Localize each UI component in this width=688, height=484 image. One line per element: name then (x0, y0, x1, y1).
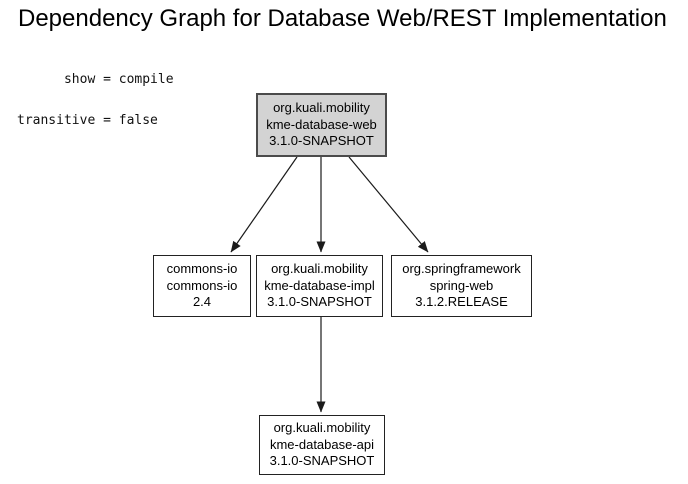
setting-transitive: transitive = false (17, 112, 158, 128)
node-version: 3.1.0-SNAPSHOT (269, 453, 375, 469)
node-artifact-id: spring-web (429, 277, 494, 293)
node-artifact-id: kme-database-impl (264, 277, 375, 293)
node-group-id: org.kuali.mobility (273, 100, 370, 116)
node-kme-database-web: org.kuali.mobility kme-database-web 3.1.… (256, 93, 387, 157)
node-kme-database-impl: org.kuali.mobility kme-database-impl 3.1… (256, 255, 383, 317)
page-title: Dependency Graph for Database Web/REST I… (18, 5, 667, 32)
edge-web-to-spring-web (348, 156, 429, 253)
node-group-id: org.kuali.mobility (271, 261, 368, 277)
node-commons-io: commons-io commons-io 2.4 (153, 255, 251, 317)
setting-show: show = compile (17, 72, 174, 87)
node-group-id: commons-io (166, 261, 238, 277)
node-spring-web: org.springframework spring-web 3.1.2.REL… (391, 255, 532, 317)
graph-settings: show = compile transitive = false (17, 46, 174, 154)
node-artifact-id: commons-io (166, 277, 238, 293)
node-group-id: org.kuali.mobility (273, 420, 371, 436)
node-kme-database-api: org.kuali.mobility kme-database-api 3.1.… (259, 415, 385, 475)
node-artifact-id: kme-database-web (266, 116, 377, 132)
edge-web-to-commons-io (230, 156, 298, 253)
node-group-id: org.springframework (402, 261, 521, 277)
node-version: 3.1.2.RELEASE (415, 294, 508, 310)
node-version: 3.1.0-SNAPSHOT (269, 133, 374, 149)
node-version: 3.1.0-SNAPSHOT (267, 294, 372, 310)
node-artifact-id: kme-database-api (269, 436, 375, 452)
node-version: 2.4 (192, 294, 212, 310)
